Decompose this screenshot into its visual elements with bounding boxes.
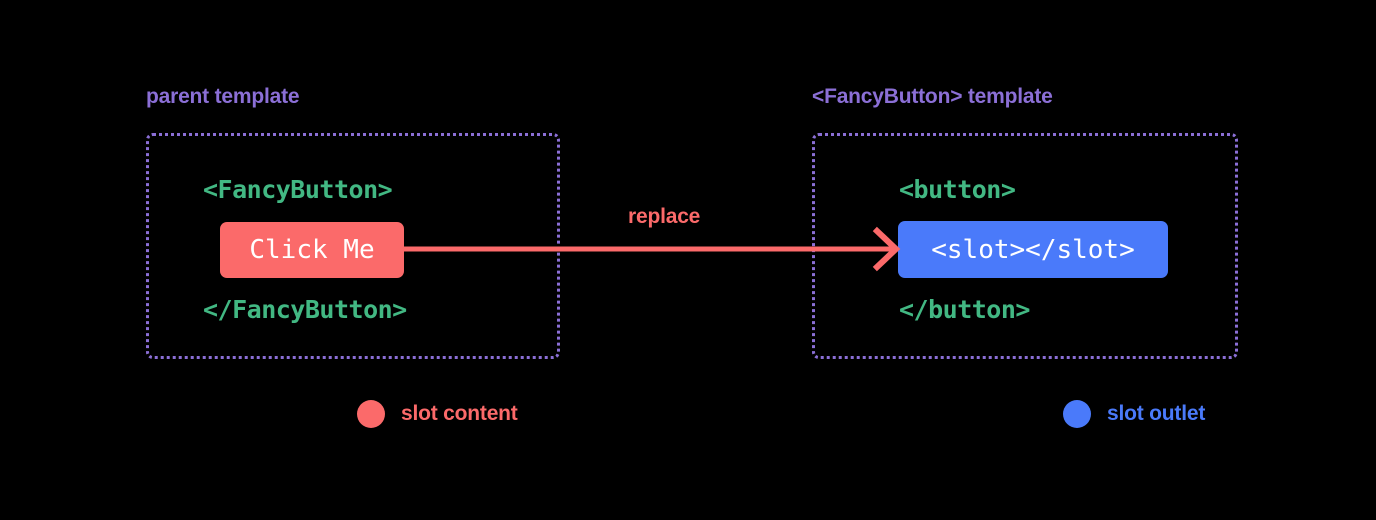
legend-label-slot-outlet: slot outlet [1107,402,1206,425]
parent-template-label: parent template [146,85,300,108]
replace-arrow-icon [403,226,901,272]
legend-item-slot-outlet: slot outlet [1063,400,1205,428]
fancybutton-template-label: <FancyButton> template [812,85,1053,108]
legend-dot-icon-slot-content [357,400,385,428]
parent-template-box [146,133,560,359]
legend-label-slot-content: slot content [401,402,518,425]
slot-content-pill[interactable]: Click Me [220,222,404,278]
code-close-tag-button: </button> [899,295,1030,324]
legend-dot-icon-slot-outlet [1063,400,1091,428]
code-open-tag-fancybutton: <FancyButton> [203,175,393,204]
legend-item-slot-content: slot content [357,400,518,428]
fancybutton-template-box [812,133,1238,359]
code-close-tag-fancybutton: </FancyButton> [203,295,407,324]
code-open-tag-button: <button> [899,175,1016,204]
slot-outlet-pill[interactable]: <slot></slot> [898,221,1168,278]
replace-arrow-label: replace [628,205,701,228]
